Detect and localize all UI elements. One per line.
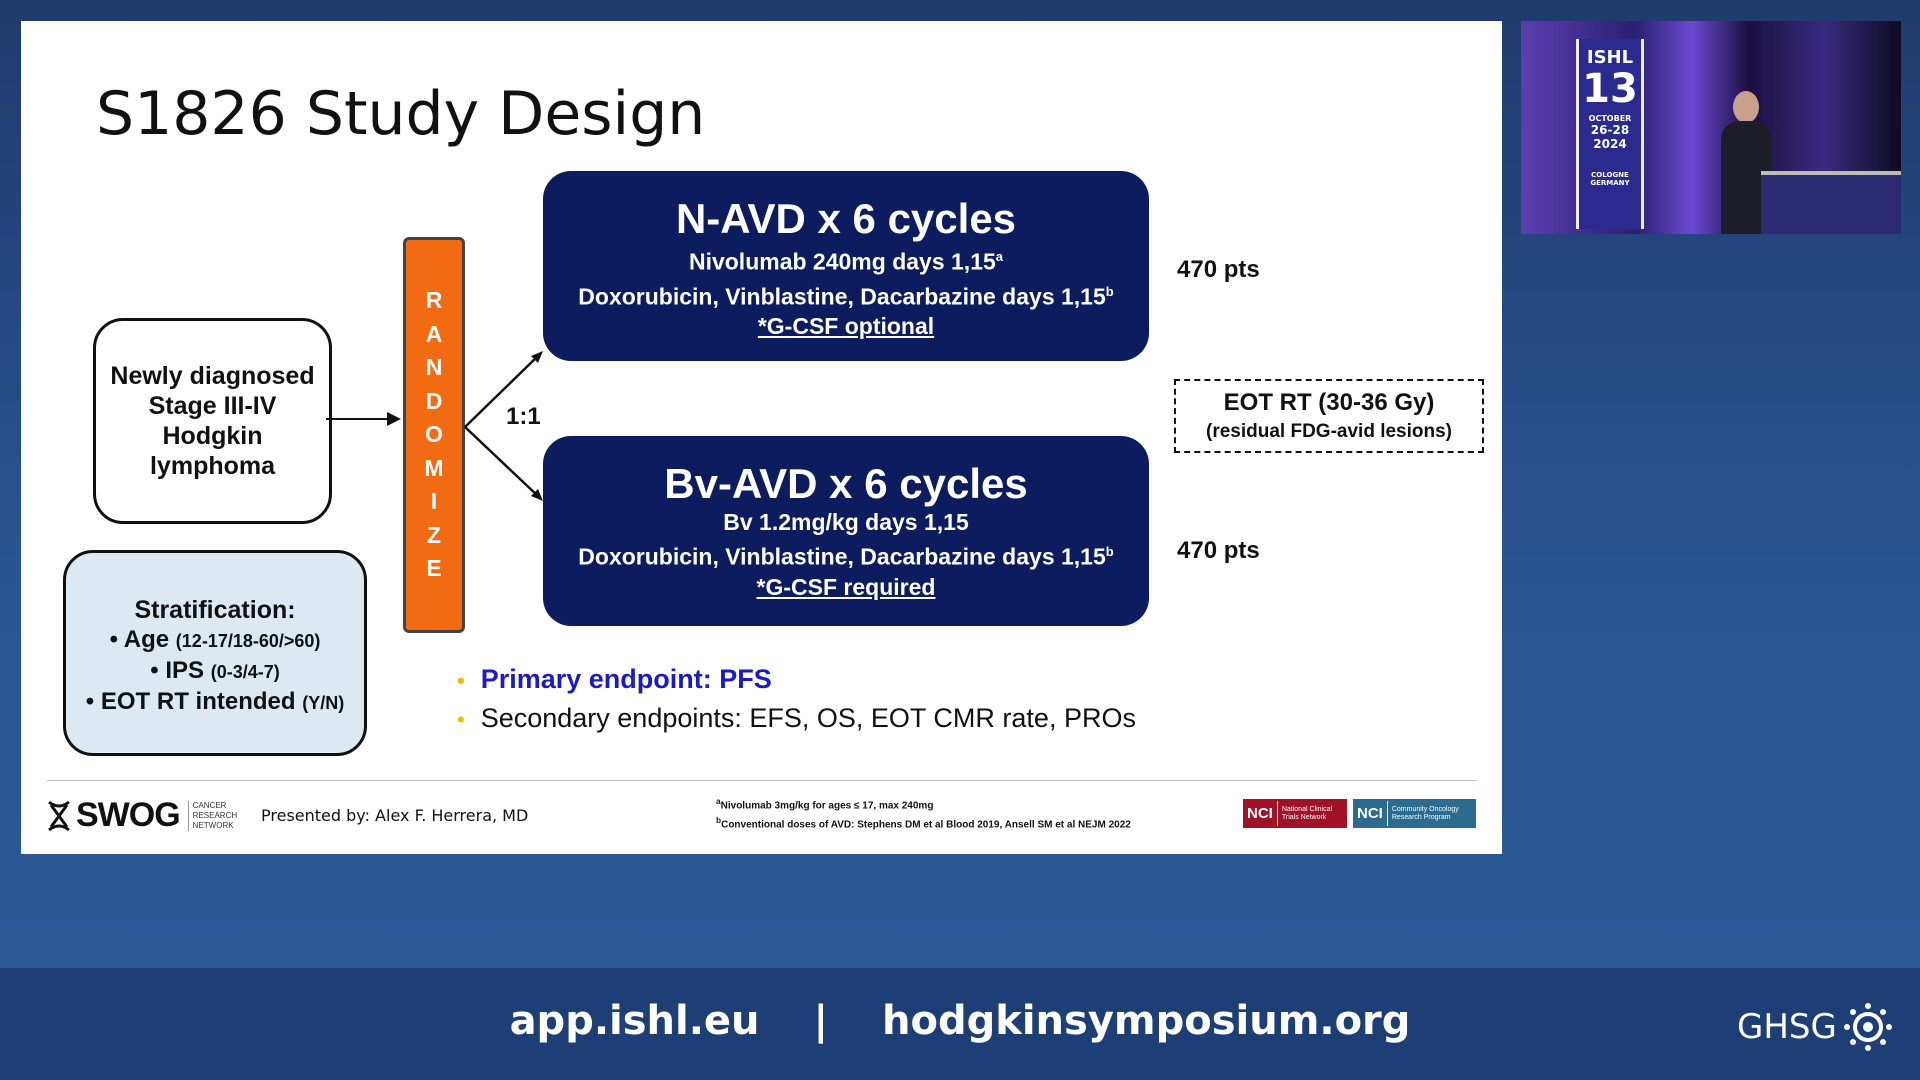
randomize-letter: A xyxy=(425,320,443,347)
arm-heading: Bv-AVD x 6 cycles xyxy=(664,460,1028,507)
swog-logo: SWOG CANCER RESEARCH NETWORK xyxy=(46,796,237,835)
patient-line: Stage III-IV xyxy=(148,392,277,420)
randomize-letter: R xyxy=(425,287,443,314)
slide-title: S1826 Study Design xyxy=(96,79,706,149)
stratification-row: • EOT RT intended (Y/N) xyxy=(85,688,345,715)
ishl-banner: ISHL 13 OCTOBER 26-28 2024 COLOGNE GERMA… xyxy=(1576,39,1644,229)
arm-n-avd: N-AVD x 6 cycles Nivolumab 240mg days 1,… xyxy=(543,171,1149,361)
eot-rt-box: EOT RT (30-36 Gy) (residual FDG-avid les… xyxy=(1174,379,1484,453)
link-hodgkinsymposium[interactable]: hodgkinsymposium.org xyxy=(882,998,1411,1044)
stratification-row: • Age (12-17/18-60/>60) xyxy=(109,626,321,653)
podium xyxy=(1761,171,1901,234)
bullet-icon: • xyxy=(457,707,465,732)
footer-divider xyxy=(47,780,1477,781)
arrow-to-randomize xyxy=(326,418,392,420)
randomize-letter: D xyxy=(425,387,443,414)
speaker-video-feed: ISHL 13 OCTOBER 26-28 2024 COLOGNE GERMA… xyxy=(1521,21,1901,234)
randomization-ratio: 1:1 xyxy=(506,403,541,430)
link-app-ishl[interactable]: app.ishl.eu xyxy=(509,998,760,1044)
arm-heading: N-AVD x 6 cycles xyxy=(675,195,1017,242)
arm-gcsf-note: *G-CSF required xyxy=(756,573,936,600)
patient-population-box: Newly diagnosed Stage III-IV Hodgkin lym… xyxy=(93,318,332,524)
presentation-slide: S1826 Study Design Newly diagnosed Stage… xyxy=(21,21,1502,854)
arm1-patient-count: 470 pts xyxy=(1177,256,1260,283)
swog-dna-icon xyxy=(48,800,70,831)
arrowhead-icon xyxy=(387,412,401,426)
patient-line: Newly diagnosed xyxy=(110,362,315,390)
randomize-letter: M xyxy=(424,454,444,481)
randomize-letter: O xyxy=(425,421,443,448)
primary-endpoint: •Primary endpoint: PFS xyxy=(457,664,772,694)
randomize-letter: N xyxy=(425,354,443,381)
presenter-credit: Presented by: Alex F. Herrera, MD xyxy=(261,806,529,825)
arm-drug-line: Doxorubicin, Vinblastine, Dacarbazine da… xyxy=(578,543,1114,570)
arm-gcsf-note: *G-CSF optional xyxy=(757,313,935,340)
bullet-icon: • xyxy=(457,668,465,693)
arm-drug-line: Nivolumab 240mg days 1,15a xyxy=(688,248,1004,275)
randomize-letter: I xyxy=(430,488,438,515)
banner-links: app.ishl.eu | hodgkinsymposium.org xyxy=(0,998,1920,1044)
randomize-letter: Z xyxy=(426,521,442,548)
stratification-heading: Stratification: xyxy=(134,596,296,624)
stratification-box: Stratification: • Age (12-17/18-60/>60) … xyxy=(63,550,367,756)
arm-drug-line: Doxorubicin, Vinblastine, Dacarbazine da… xyxy=(578,283,1114,310)
links-separator: | xyxy=(813,998,829,1044)
arm2-patient-count: 470 pts xyxy=(1177,537,1260,564)
randomize-bar: R A N D O M I Z E xyxy=(403,237,465,633)
secondary-endpoints: •Secondary endpoints: EFS, OS, EOT CMR r… xyxy=(457,703,1136,733)
ghsg-cell-icon xyxy=(1843,1003,1892,1051)
eot-rt-subtitle: (residual FDG-avid lesions) xyxy=(1206,421,1452,442)
arm-drug-line: Bv 1.2mg/kg days 1,15 xyxy=(723,509,969,535)
patient-line: Hodgkin xyxy=(162,422,263,450)
split-arrows xyxy=(464,351,543,501)
eot-rt-title: EOT RT (30-36 Gy) xyxy=(1223,389,1435,416)
stratification-row: • IPS (0-3/4-7) xyxy=(150,657,280,684)
footnotes: aNivolumab 3mg/kg for ages ≤ 17, max 240… xyxy=(716,796,1131,831)
patient-line: lymphoma xyxy=(149,452,276,480)
arm-bv-avd: Bv-AVD x 6 cycles Bv 1.2mg/kg days 1,15 … xyxy=(543,436,1149,626)
ghsg-logo: GHSG xyxy=(1737,1002,1893,1052)
bottom-banner xyxy=(0,968,1920,1080)
randomize-letter: E xyxy=(426,555,442,582)
